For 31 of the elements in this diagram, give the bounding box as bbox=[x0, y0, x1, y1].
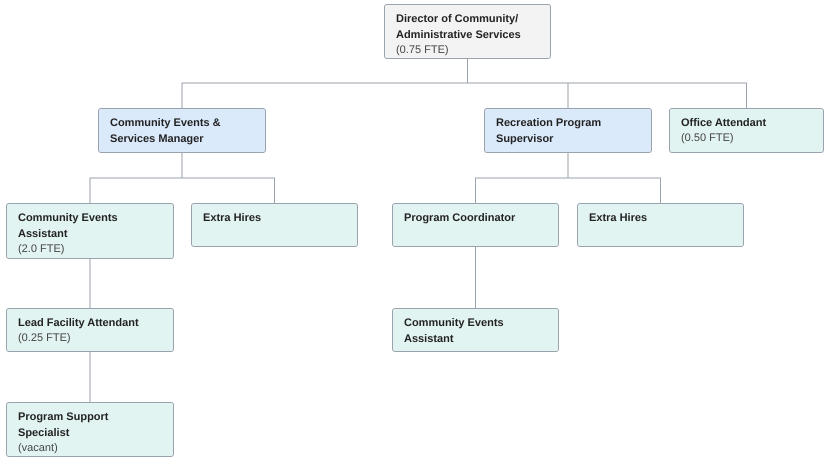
position-box bbox=[6, 308, 174, 352]
position-note: (0.75 FTE) bbox=[396, 43, 450, 58]
position-title: Extra Hires bbox=[589, 211, 648, 226]
connector-line bbox=[467, 58, 747, 108]
manager-box bbox=[484, 108, 652, 153]
connector-line bbox=[568, 152, 661, 204]
director-box bbox=[384, 4, 551, 59]
connector-line bbox=[475, 246, 476, 308]
position-box bbox=[669, 108, 824, 153]
connector-line bbox=[182, 152, 275, 204]
position-note: (0.25 FTE) bbox=[18, 331, 72, 346]
position-note: (0.50 FTE) bbox=[681, 131, 735, 146]
position-title: Director of Community/ Administrative Services bbox=[396, 12, 522, 43]
position-note: (vacant) bbox=[18, 441, 59, 456]
position-note: (2.0 FTE) bbox=[18, 242, 66, 257]
position-box bbox=[392, 308, 559, 352]
position-title: Community Events Assistant bbox=[18, 211, 119, 242]
position-title: Program Support Specialist bbox=[18, 410, 110, 441]
position-box bbox=[6, 402, 174, 457]
position-box bbox=[6, 203, 174, 259]
position-title: Lead Facility Attendant bbox=[18, 316, 140, 331]
position-title: Program Coordinator bbox=[404, 211, 516, 226]
position-box bbox=[191, 203, 358, 247]
position-title: Community Events Assistant bbox=[404, 316, 505, 347]
position-box bbox=[392, 203, 559, 247]
position-title: Recreation Program Supervisor bbox=[496, 116, 602, 147]
position-title: Extra Hires bbox=[203, 211, 262, 226]
manager-box bbox=[98, 108, 266, 153]
position-title: Office Attendant bbox=[681, 116, 768, 131]
position-title: Community Events & Services Manager bbox=[110, 116, 222, 147]
position-box bbox=[577, 203, 744, 247]
